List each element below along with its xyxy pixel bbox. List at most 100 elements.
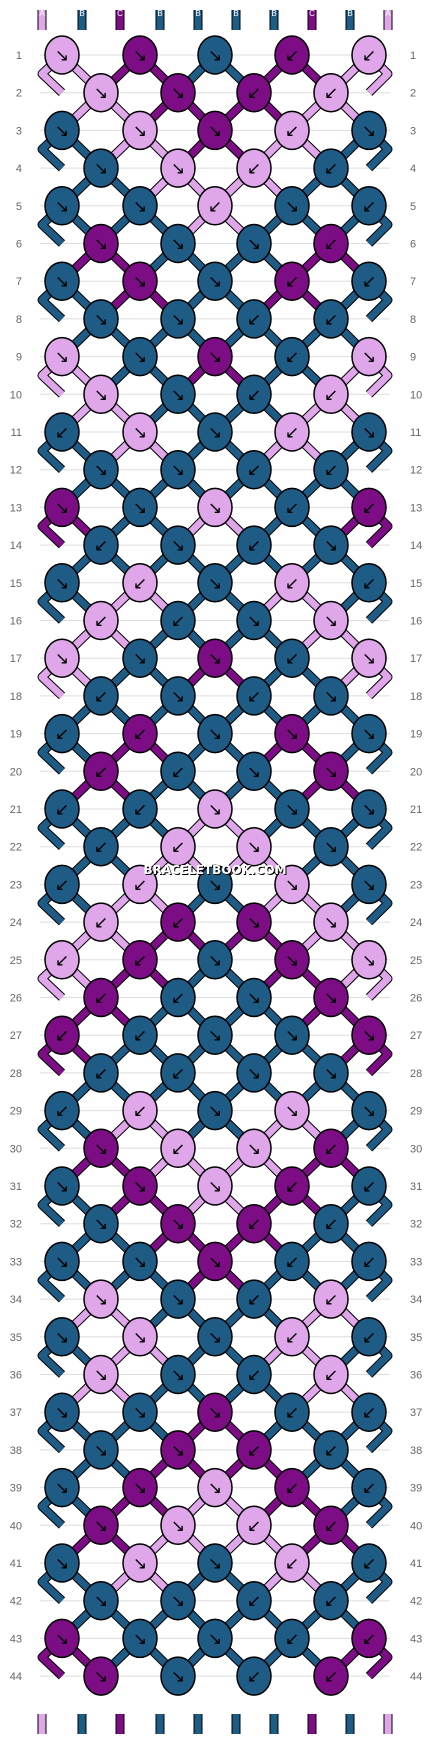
knot-shape	[351, 1090, 387, 1131]
strand-letter-top: B	[347, 9, 352, 18]
knot: ↘	[83, 374, 119, 415]
knot-shape	[236, 977, 272, 1018]
knot: ↙	[236, 1580, 272, 1621]
knot-arrow-icon: ↙	[285, 1252, 299, 1272]
knot: ↘	[122, 261, 158, 301]
knot: ↘	[274, 789, 310, 829]
knot: ↙	[313, 1505, 349, 1546]
knot-arrow-icon: ↙	[171, 913, 185, 933]
knot: ↘	[274, 940, 310, 980]
knot-arrow-icon: ↙	[247, 159, 261, 179]
knot: ↘	[160, 1656, 196, 1696]
knot-arrow-icon: ↙	[247, 536, 261, 556]
knot-arrow-icon: ↙	[285, 348, 299, 368]
knot-arrow-icon: ↘	[285, 800, 299, 820]
knot-shape	[274, 713, 310, 754]
knot-arrow-icon: ↙	[362, 1403, 376, 1423]
knot-shape	[44, 940, 80, 980]
knot-shape	[122, 563, 158, 603]
knot-shape	[351, 940, 387, 980]
knot: ↙	[122, 940, 158, 980]
knot: ↙	[44, 940, 80, 980]
knot-shape	[44, 789, 80, 829]
knot-shape	[351, 1241, 387, 1282]
knot-shape	[274, 1392, 310, 1432]
knot: ↙	[351, 1166, 387, 1206]
knot: ↘	[197, 1618, 233, 1659]
knot: ↘	[351, 789, 387, 829]
knot-arrow-icon: ↙	[247, 310, 261, 330]
knot: ↘	[160, 223, 196, 264]
knot-shape	[197, 638, 233, 678]
knot: ↘	[122, 1166, 158, 1206]
strand-letter-top: C	[117, 9, 123, 18]
knot: ↘	[44, 1618, 80, 1659]
knot-shape	[160, 1430, 196, 1470]
knot: ↘	[197, 1317, 233, 1357]
knot-arrow-icon: ↘	[133, 1629, 147, 1649]
knot-arrow-icon: ↙	[285, 1177, 299, 1197]
knot-arrow-icon: ↘	[55, 348, 69, 368]
row-number-left: 33	[10, 1256, 22, 1268]
knot-shape	[160, 1656, 196, 1696]
knot-shape	[351, 1618, 387, 1659]
knot-arrow-icon: ↘	[171, 1667, 185, 1687]
knot: ↙	[313, 148, 349, 188]
knot-shape	[160, 1279, 196, 1319]
knot: ↘	[197, 789, 233, 829]
knot-arrow-icon: ↙	[247, 461, 261, 481]
knot-shape	[236, 72, 272, 113]
knot-arrow-icon: ↙	[247, 385, 261, 405]
knot: ↘	[197, 35, 233, 75]
knot: ↙	[274, 336, 310, 377]
knot-shape	[44, 1543, 80, 1583]
knot-shape	[44, 1392, 80, 1432]
knot: ↘	[83, 72, 119, 113]
knot: ↙	[83, 600, 119, 641]
knot-arrow-icon: ↙	[324, 310, 338, 330]
knot-arrow-icon: ↙	[94, 838, 108, 858]
knot: ↙	[274, 638, 310, 678]
knot: ↙	[236, 1354, 272, 1395]
knot-shape	[122, 35, 158, 75]
knot-arrow-icon: ↘	[55, 498, 69, 518]
knot-shape	[274, 1618, 310, 1659]
knot-shape	[44, 713, 80, 754]
row-number-left: 31	[10, 1181, 22, 1193]
knot-shape	[44, 1618, 80, 1659]
knot-arrow-icon: ↘	[94, 385, 108, 405]
knot-arrow-icon: ↘	[324, 838, 338, 858]
knot: ↘	[44, 1317, 80, 1357]
knot: ↙	[44, 789, 80, 829]
knot-shape	[83, 1430, 119, 1470]
knot: ↙	[313, 223, 349, 264]
knot-shape	[351, 186, 387, 226]
knot: ↘	[44, 638, 80, 678]
row-number-right: 30	[410, 1143, 422, 1155]
row-number-right: 2	[410, 88, 416, 100]
knot-arrow-icon: ↙	[55, 951, 69, 971]
knot: ↘	[83, 1279, 119, 1319]
knot-arrow-icon: ↘	[55, 46, 69, 66]
knot-shape	[236, 1354, 272, 1395]
knot-shape	[313, 1279, 349, 1319]
row-number-left: 43	[10, 1633, 22, 1645]
knot-arrow-icon: ↙	[285, 1629, 299, 1649]
knot-shape	[236, 1203, 272, 1244]
row-number-left: 36	[10, 1370, 22, 1382]
knot: ↘	[197, 336, 233, 377]
knot-shape	[160, 826, 196, 867]
knot: ↙	[122, 789, 158, 829]
knot-shape	[313, 600, 349, 641]
row-number-right: 40	[410, 1520, 422, 1532]
knot-arrow-icon: ↘	[94, 84, 108, 104]
knot-shape	[351, 713, 387, 754]
knot: ↙	[274, 1241, 310, 1282]
knot-shape	[236, 223, 272, 264]
knot-arrow-icon: ↙	[208, 197, 222, 217]
knot-shape	[160, 148, 196, 188]
knot-shape	[122, 186, 158, 226]
knot-arrow-icon: ↙	[133, 1026, 147, 1046]
knot: ↙	[160, 600, 196, 641]
